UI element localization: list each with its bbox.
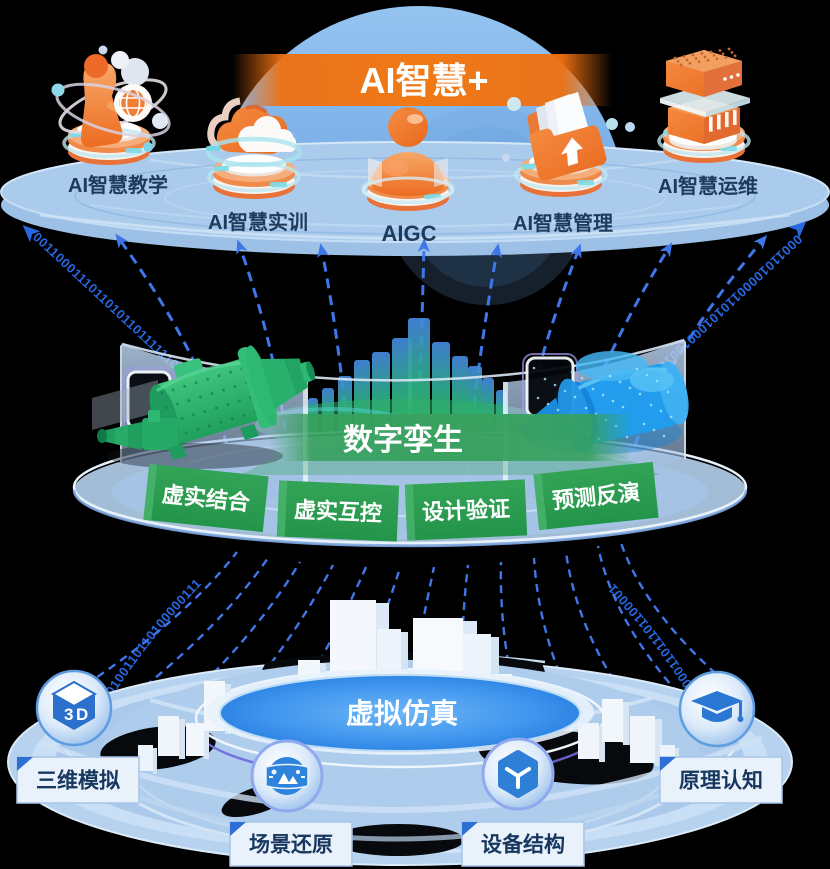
svg-text:原理认知: 原理认知 <box>679 769 763 793</box>
svg-text:AIGC: AIGC <box>382 221 437 246</box>
svg-text:场景还原: 场景还原 <box>249 834 333 857</box>
svg-text:数字孪生: 数字孪生 <box>343 423 463 457</box>
svg-text:D: D <box>76 705 88 724</box>
svg-text:AI智慧运维: AI智慧运维 <box>658 174 758 198</box>
svg-text:3: 3 <box>64 705 73 724</box>
svg-text:设计验证: 设计验证 <box>422 496 511 525</box>
svg-text:虚实互控: 虚实互控 <box>293 497 382 526</box>
svg-text:AI智慧+: AI智慧+ <box>359 60 488 101</box>
svg-text:AI智慧教学: AI智慧教学 <box>68 173 168 197</box>
svg-text:虚拟仿真: 虚拟仿真 <box>346 698 458 729</box>
svg-text:AI智慧实训: AI智慧实训 <box>208 210 308 234</box>
svg-text:设备结构: 设备结构 <box>481 833 565 857</box>
svg-text:AI智慧管理: AI智慧管理 <box>513 211 613 235</box>
svg-text:三维模拟: 三维模拟 <box>36 769 120 793</box>
